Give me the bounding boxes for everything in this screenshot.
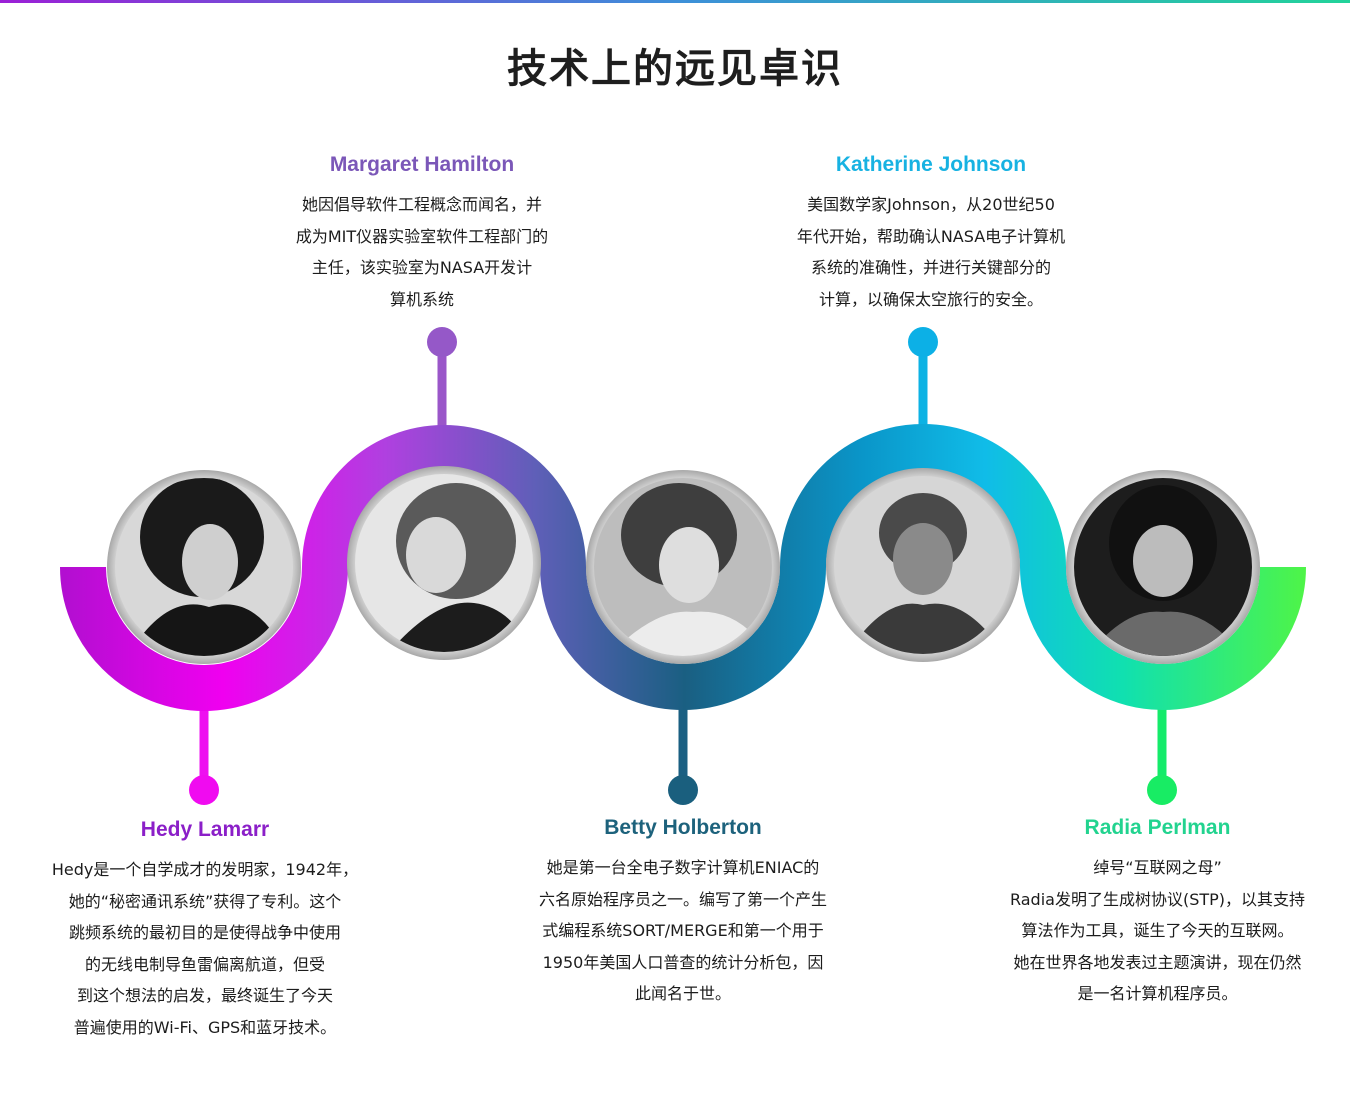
bio-line: 此闻名于世。 bbox=[634, 984, 731, 1003]
portrait-radia bbox=[1066, 470, 1260, 664]
portrait-hedy bbox=[107, 470, 301, 664]
person-name: Katherine Johnson bbox=[835, 153, 1027, 176]
bio-line: 计算，以确保太空旅行的安全。 bbox=[818, 289, 1043, 309]
bio-line: 她在世界各地发表过主题演讲，现在仍然 bbox=[1013, 952, 1302, 972]
bio-line: 她是第一台全电子数字计算机ENIAC的 bbox=[546, 858, 820, 877]
dot-betty bbox=[668, 775, 698, 805]
person-radia: Radia Perlman 绰号“互联网之母” Radia发明了生成树协议(ST… bbox=[950, 816, 1350, 1010]
person-name: Hedy Lamarr bbox=[140, 818, 270, 841]
bio-line: 算法作为工具，诞生了今天的互联网。 bbox=[1021, 921, 1294, 940]
bio-line: 年代开始，帮助确认NASA电子计算机 bbox=[796, 226, 1066, 246]
dot-hedy bbox=[189, 775, 219, 805]
person-bio: 绰号“互联网之母” Radia发明了生成树协议(STP)，以其支持 算法作为工具… bbox=[950, 852, 1350, 1010]
person-bio: Hedy是一个自学成才的发明家，1942年， 她的“秘密通讯系统”获得了专利。这… bbox=[0, 854, 410, 1043]
person-bio: 美国数学家Johnson，从20世纪50 年代开始，帮助确认NASA电子计算机 … bbox=[731, 189, 1131, 315]
bio-line: 美国数学家Johnson，从20世纪50 bbox=[807, 195, 1055, 214]
bio-line: 成为MIT仪器实验室软件工程部门的 bbox=[295, 226, 549, 246]
top-accent-bar bbox=[0, 0, 1350, 3]
person-betty: Betty Holberton 她是第一台全电子数字计算机ENIAC的 六名原始… bbox=[483, 816, 883, 1010]
bio-line: 式编程系统SORT/MERGE和第一个用于 bbox=[542, 921, 824, 940]
bio-line: 主任，该实验室为NASA开发计 bbox=[311, 258, 533, 277]
person-name: Margaret Hamilton bbox=[329, 153, 515, 176]
bio-line: 的无线电制导鱼雷偏离航道，但受 bbox=[84, 954, 325, 974]
person-name: Radia Perlman bbox=[1084, 816, 1231, 839]
bio-line: 普遍使用的Wi-Fi、GPS和蓝牙技术。 bbox=[73, 1017, 337, 1037]
bio-line: Radia发明了生成树协议(STP)，以其支持 bbox=[1009, 889, 1306, 909]
dot-margaret bbox=[427, 327, 457, 357]
bio-line: 六名原始程序员之一。编写了第一个产生 bbox=[538, 889, 827, 909]
bio-line: 1950年美国人口普查的统计分析包，因 bbox=[542, 952, 824, 972]
person-name: Betty Holberton bbox=[604, 816, 762, 839]
bio-line: 到这个想法的启发，最终诞生了今天 bbox=[76, 986, 333, 1005]
timeline-wave bbox=[60, 424, 1306, 711]
portrait-margaret bbox=[347, 466, 541, 660]
portrait-betty bbox=[586, 470, 780, 664]
bio-line: 她因倡导软件工程概念而闻名，并 bbox=[301, 195, 542, 214]
person-bio: 她因倡导软件工程概念而闻名，并 成为MIT仪器实验室软件工程部门的 主任，该实验… bbox=[222, 189, 622, 315]
bio-line: 她的“秘密通讯系统”获得了专利。这个 bbox=[68, 891, 342, 911]
bio-line: 是一名计算机程序员。 bbox=[1077, 984, 1238, 1003]
page-title: 技术上的远见卓识 bbox=[507, 46, 843, 92]
bio-line: 算机系统 bbox=[389, 289, 454, 309]
person-bio: 她是第一台全电子数字计算机ENIAC的 六名原始程序员之一。编写了第一个产生 式… bbox=[483, 852, 883, 1010]
portrait-katherine bbox=[826, 468, 1020, 662]
dot-radia bbox=[1147, 775, 1177, 805]
person-hedy: Hedy Lamarr Hedy是一个自学成才的发明家，1942年， 她的“秘密… bbox=[0, 818, 410, 1043]
person-katherine: Katherine Johnson 美国数学家Johnson，从20世纪50 年… bbox=[731, 153, 1131, 315]
person-margaret: Margaret Hamilton 她因倡导软件工程概念而闻名，并 成为MIT仪… bbox=[222, 153, 622, 315]
bio-line: Hedy是一个自学成才的发明家，1942年， bbox=[51, 860, 359, 879]
bio-line: 跳频系统的最初目的是使得战争中使用 bbox=[68, 923, 341, 942]
dot-katherine bbox=[908, 327, 938, 357]
bio-line: 系统的准确性，并进行关键部分的 bbox=[810, 258, 1051, 277]
bio-line: 绰号“互联网之母” bbox=[1093, 858, 1222, 877]
